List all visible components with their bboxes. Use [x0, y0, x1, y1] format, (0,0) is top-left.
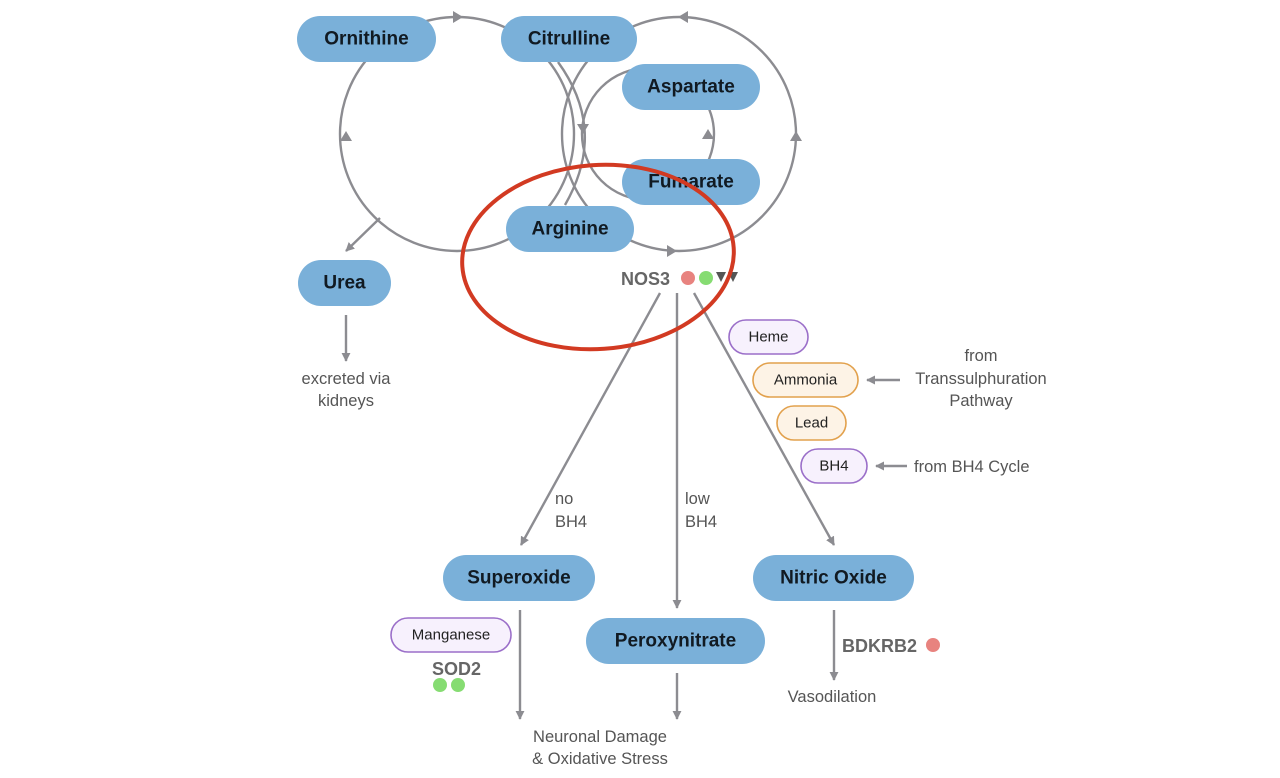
bh4-cofactor[interactable]: BH4 [800, 448, 868, 484]
manganese-label: Manganese [412, 627, 490, 644]
cycle-arrowhead [577, 124, 589, 134]
vasodilation-label: Vasodilation [788, 688, 877, 706]
nos3-triangle-marker [716, 272, 726, 282]
nitric-oxide-node[interactable]: Nitric Oxide [753, 555, 914, 601]
bh4-label: BH4 [819, 458, 848, 475]
ammonia-label: Ammonia [774, 372, 838, 389]
no-bh4-label-line2: BH4 [555, 513, 587, 531]
cycle-arrowhead [702, 129, 714, 139]
lead-label: Lead [795, 415, 828, 432]
cycle-arrowhead [340, 131, 352, 141]
ornithine-node[interactable]: Ornithine [297, 16, 436, 62]
cycle-arrowhead [453, 11, 463, 23]
superoxide-label: Superoxide [467, 568, 570, 589]
ornithine-label: Ornithine [324, 29, 408, 50]
from-trans-label-line1: from [965, 347, 998, 365]
no-bh4-label-line1: no [555, 490, 573, 508]
from-bh4-cycle-label: from BH4 Cycle [914, 458, 1030, 476]
excreted-label-line2: kidneys [318, 392, 374, 410]
lead-cofactor[interactable]: Lead [776, 405, 847, 441]
arginine-label: Arginine [531, 219, 608, 240]
heme-label: Heme [748, 329, 788, 346]
fumarate-node[interactable]: Fumarate [622, 159, 760, 205]
nos3-gene-label[interactable]: NOS3 [621, 269, 670, 289]
sod2-gene-label[interactable]: SOD2 [432, 659, 481, 679]
excreted-label-line1: excreted via [302, 370, 392, 388]
sod2-green-marker [451, 678, 465, 692]
urea-label: Urea [323, 273, 366, 294]
aspartate-label: Aspartate [647, 77, 735, 98]
urea-node[interactable]: Urea [298, 260, 391, 306]
nos3-green-marker [699, 271, 713, 285]
from-trans-label-line2: Transsulphuration [915, 370, 1046, 388]
nos3-red-marker [681, 271, 695, 285]
highlight-ellipse [460, 162, 736, 352]
neuronal-damage-label-line2: & Oxidative Stress [532, 750, 668, 768]
citrulline-label: Citrulline [528, 29, 610, 50]
aspartate-node[interactable]: Aspartate [622, 64, 760, 110]
manganese-cofactor[interactable]: Manganese [390, 617, 512, 653]
ammonia-cofactor[interactable]: Ammonia [752, 362, 859, 398]
arginine-node[interactable]: Arginine [506, 206, 634, 252]
nos3-superoxide-arrow [519, 292, 662, 546]
to-urea-arrow [345, 217, 381, 252]
cycle-arrowhead [678, 11, 688, 23]
citrulline-arginine-edge [557, 61, 587, 206]
from-trans-label-line3: Pathway [949, 392, 1013, 410]
bdkrb2-red-marker [926, 638, 940, 652]
neuronal-damage-label-line1: Neuronal Damage [533, 728, 667, 746]
nitric-oxide-label: Nitric Oxide [780, 568, 887, 589]
nos3-nitric-oxide-arrow [692, 292, 836, 546]
low-bh4-label-line2: BH4 [685, 513, 717, 531]
superoxide-node[interactable]: Superoxide [443, 555, 595, 601]
sod2-green-marker [433, 678, 447, 692]
peroxynitrate-label: Peroxynitrate [615, 631, 736, 652]
bdkrb2-gene-label[interactable]: BDKRB2 [842, 636, 917, 656]
citrulline-node[interactable]: Citrulline [501, 16, 637, 62]
cycle-arrowhead [790, 131, 802, 141]
cycle-arrowhead [667, 245, 677, 257]
peroxynitrate-node[interactable]: Peroxynitrate [586, 618, 765, 664]
heme-cofactor[interactable]: Heme [728, 319, 809, 355]
low-bh4-label-line1: low [685, 490, 710, 508]
